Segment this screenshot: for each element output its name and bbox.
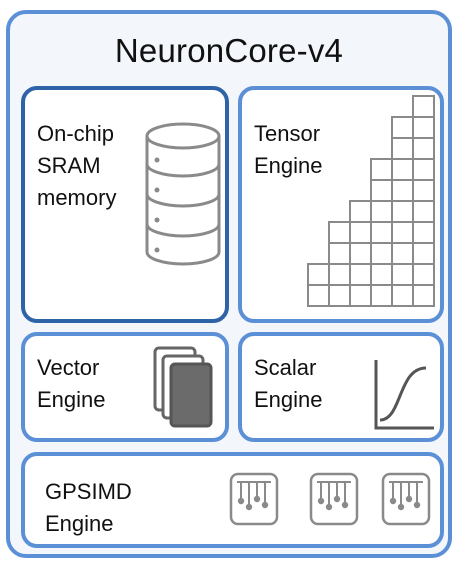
grid-cell bbox=[307, 263, 330, 286]
scalar-engine-block: Scalar Engine bbox=[238, 332, 444, 442]
grid-cell bbox=[349, 221, 372, 244]
grid-cell bbox=[391, 179, 414, 202]
grid-cell bbox=[349, 242, 372, 265]
grid-cell bbox=[328, 263, 351, 286]
grid-cell bbox=[307, 284, 330, 307]
grid-cell bbox=[412, 179, 435, 202]
grid-cell bbox=[328, 242, 351, 265]
gpsimd-label: GPSIMD Engine bbox=[45, 479, 132, 536]
grid-cell bbox=[412, 95, 435, 118]
grid-cell bbox=[370, 284, 393, 307]
grid-cell bbox=[391, 200, 414, 223]
grid-cell bbox=[412, 137, 435, 160]
tensor-engine-block: Tensor Engine bbox=[238, 86, 444, 323]
grid-cell bbox=[370, 263, 393, 286]
grid-cell bbox=[370, 158, 393, 181]
stacked-cards-icon bbox=[153, 346, 213, 428]
grid-cell bbox=[370, 221, 393, 244]
processor-icon bbox=[309, 472, 359, 526]
gpsimd-engine-block: GPSIMD Engine bbox=[21, 452, 444, 548]
grid-cell bbox=[391, 137, 414, 160]
grid-cell bbox=[412, 158, 435, 181]
grid-cell bbox=[412, 284, 435, 307]
neuroncore-container: NeuronCore-v4 On-chip SRAM memory Tensor… bbox=[6, 10, 452, 558]
grid-cell bbox=[412, 200, 435, 223]
grid-cell bbox=[328, 284, 351, 307]
sram-label: On-chip SRAM memory bbox=[37, 121, 117, 210]
vector-label: Vector Engine bbox=[37, 355, 106, 412]
grid-cell bbox=[370, 242, 393, 265]
grid-cell bbox=[370, 200, 393, 223]
scalar-label: Scalar Engine bbox=[254, 355, 323, 412]
grid-cell bbox=[412, 116, 435, 139]
grid-cell bbox=[370, 179, 393, 202]
grid-cell bbox=[412, 221, 435, 244]
tensor-label: Tensor Engine bbox=[254, 121, 323, 178]
grid-cell bbox=[412, 263, 435, 286]
grid-cell bbox=[349, 200, 372, 223]
grid-cell bbox=[349, 284, 372, 307]
grid-cell bbox=[391, 284, 414, 307]
core-title: NeuronCore-v4 bbox=[114, 32, 344, 69]
grid-cell bbox=[391, 158, 414, 181]
grid-cell bbox=[391, 263, 414, 286]
processor-icon bbox=[381, 472, 431, 526]
grid-cell bbox=[328, 221, 351, 244]
sram-memory-block: On-chip SRAM memory bbox=[21, 86, 229, 323]
grid-cell bbox=[391, 242, 414, 265]
staircase-grid-icon bbox=[307, 95, 435, 307]
grid-cell bbox=[391, 116, 414, 139]
processor-icon bbox=[229, 472, 279, 526]
grid-cell bbox=[412, 242, 435, 265]
sigmoid-curve-icon bbox=[374, 360, 434, 430]
vector-engine-block: Vector Engine bbox=[21, 332, 229, 442]
grid-cell bbox=[391, 221, 414, 244]
database-icon bbox=[145, 122, 221, 266]
grid-cell bbox=[349, 263, 372, 286]
